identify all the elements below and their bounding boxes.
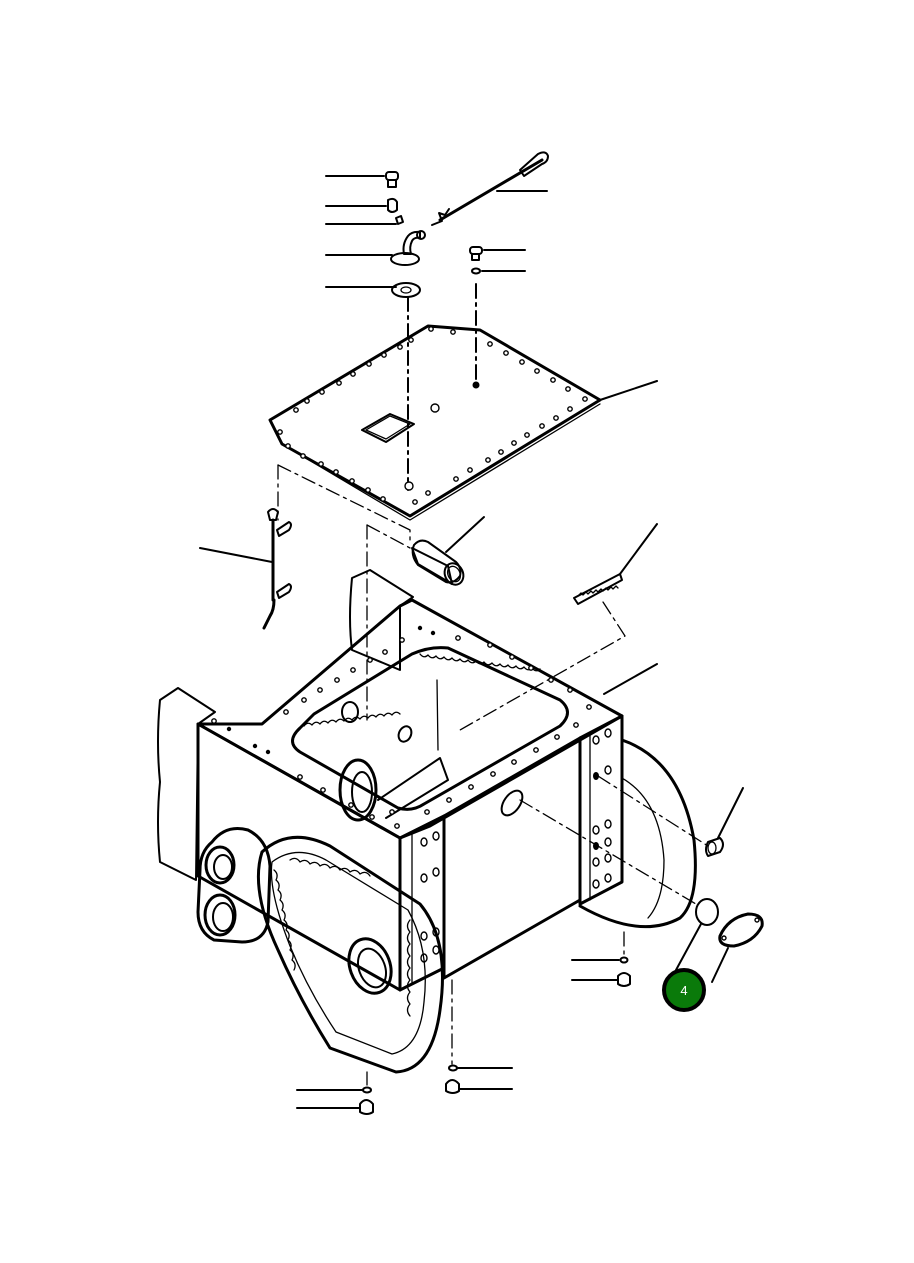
dipstick-icon xyxy=(431,151,549,226)
top-face-bolt-holes xyxy=(211,625,592,829)
leader-line xyxy=(619,523,658,575)
assembly-axis-line xyxy=(459,601,626,731)
filler-elbow-icon xyxy=(390,230,426,266)
transmission-housing xyxy=(157,569,658,992)
sleeve-bushing-icon xyxy=(411,516,485,586)
nipple-icon xyxy=(395,215,404,225)
leader-line xyxy=(675,923,702,971)
washer-icon xyxy=(471,267,481,275)
washer-icon xyxy=(362,1086,372,1094)
bolt-icon xyxy=(469,246,483,261)
assembly-axis-line xyxy=(519,799,697,905)
plug-icon xyxy=(705,837,724,857)
final-drive-housing xyxy=(196,827,444,1074)
leader-line xyxy=(599,380,658,401)
drain-tube-icon xyxy=(199,508,292,630)
washer-icon xyxy=(619,956,629,964)
leader-line xyxy=(711,947,729,983)
bolt-icon xyxy=(445,1079,460,1094)
washer-icon xyxy=(448,1064,458,1072)
bolt-icon xyxy=(359,1099,374,1115)
assembly-axis-line xyxy=(597,775,709,847)
o-ring-seal-icon xyxy=(695,898,719,926)
side-cover xyxy=(578,738,697,929)
leader-line xyxy=(199,547,273,563)
breather-cap-icon xyxy=(385,171,399,188)
callout-number: 4 xyxy=(680,982,688,998)
pillar-bolt-holes xyxy=(420,728,612,963)
leader-line xyxy=(603,663,658,695)
plug-icon xyxy=(387,197,398,213)
leader-line xyxy=(445,516,485,553)
cover-plate-icon xyxy=(718,912,764,948)
leader-line xyxy=(717,787,744,839)
assembly-axis-line xyxy=(366,524,411,549)
callout-badge-4[interactable]: 4 xyxy=(662,968,706,1012)
assembly-axis-line xyxy=(277,464,411,541)
top-cover-plate xyxy=(268,324,658,521)
bolt-holes xyxy=(277,326,588,505)
serrated-strip-icon xyxy=(459,523,658,731)
gasket-icon xyxy=(391,282,421,298)
bolt-icon xyxy=(617,972,631,987)
top-fittings-group xyxy=(325,151,549,491)
